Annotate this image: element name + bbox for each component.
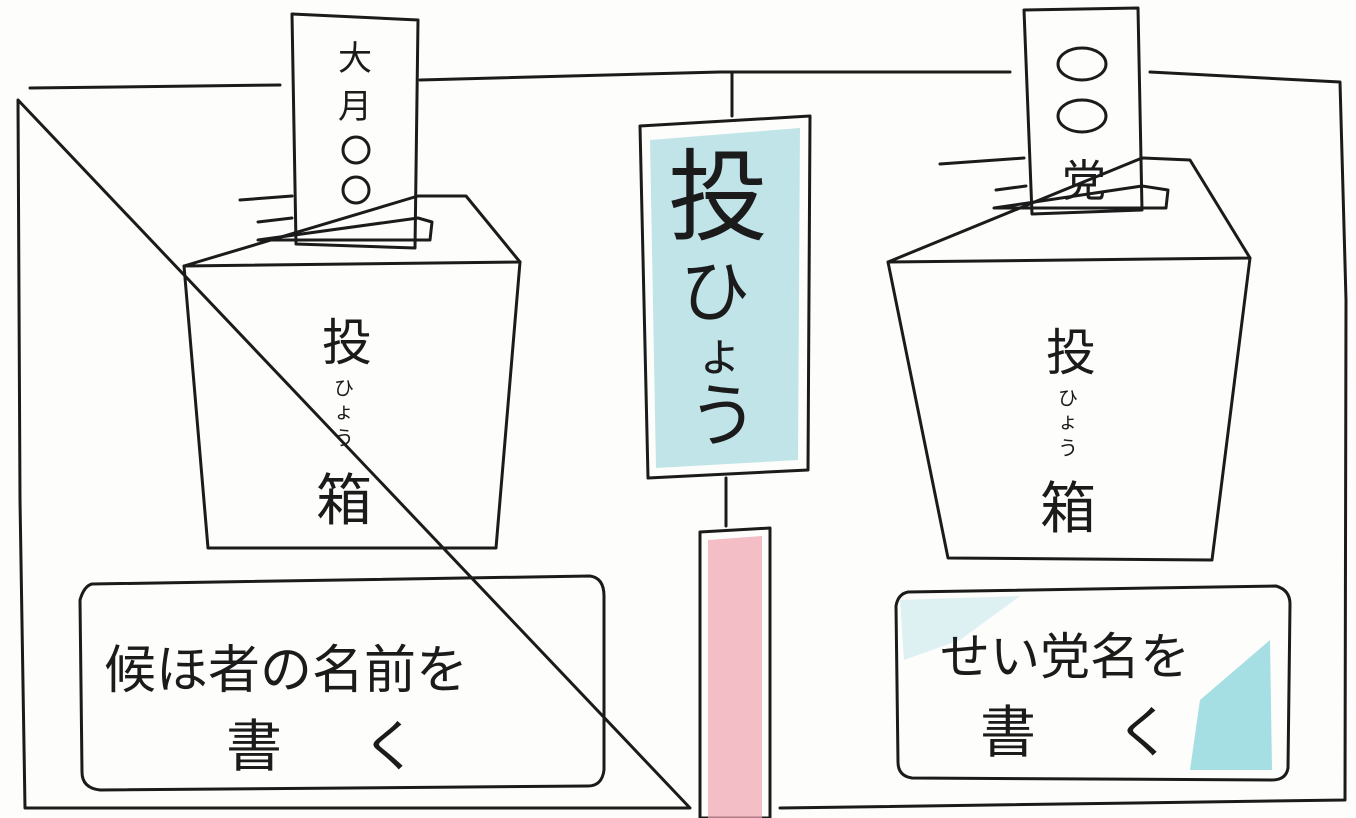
right-box-label-3: ょ	[1058, 409, 1078, 433]
left-box-label-1: 投	[322, 314, 372, 372]
left-box-label-4: う	[334, 426, 354, 450]
right-ballot-box	[886, 6, 1252, 562]
left-box-label-5: 箱	[316, 469, 372, 534]
banner-char-3: ょ	[696, 326, 744, 382]
crayon-shading	[1190, 640, 1272, 770]
left-box-label-3: ょ	[334, 399, 354, 423]
left-ballot-circle-2	[341, 175, 371, 205]
crayon-shading-2	[900, 596, 1020, 660]
banner-char-1: 投	[668, 139, 768, 256]
left-caption-card	[78, 574, 606, 792]
right-ballot-text-3: 党	[1062, 156, 1106, 207]
left-ballot-circle-1	[341, 135, 371, 165]
outer-frame	[16, 70, 1348, 810]
banner-char-2: ひ	[680, 251, 750, 333]
left-caption-line2: 書く	[226, 715, 498, 780]
banner-char-4: う	[688, 375, 758, 457]
right-box-label-4: う	[1058, 436, 1078, 460]
right-caption-line1: せい党名を	[940, 628, 1190, 686]
left-ballot-box: 大 月	[182, 12, 522, 550]
right-box-label-2: ひ	[1058, 386, 1078, 410]
right-box-label-5: 箱	[1040, 477, 1096, 542]
right-box-label-1: 投	[1046, 324, 1096, 382]
right-caption-card	[894, 584, 1292, 782]
left-caption-line1: 候ほ者の名前を	[104, 641, 468, 701]
center-banner	[638, 70, 812, 818]
right-caption-line2: 書く	[980, 701, 1252, 766]
left-ballot-text-2: 月	[338, 87, 372, 127]
left-box-label-2: ひ	[334, 376, 354, 400]
left-ballot-text-1: 大	[338, 39, 372, 79]
